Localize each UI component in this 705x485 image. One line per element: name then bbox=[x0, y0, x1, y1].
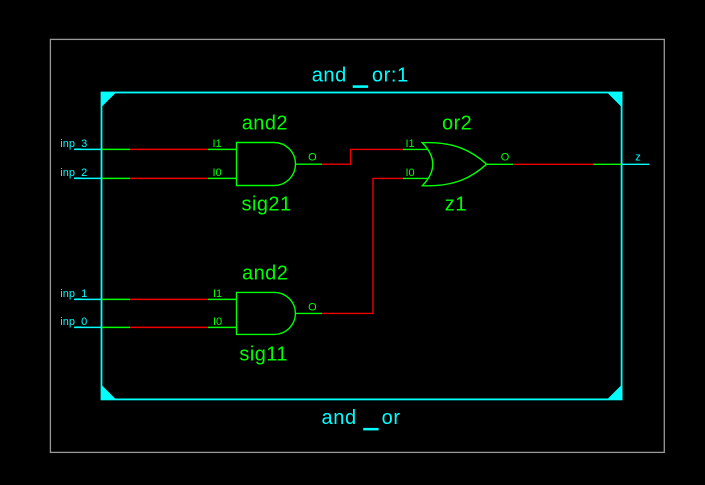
svg-text:O: O bbox=[308, 301, 317, 313]
svg-text:and2: and2 bbox=[242, 262, 288, 284]
svg-text:or2: or2 bbox=[442, 112, 472, 134]
svg-text:and2: and2 bbox=[242, 112, 288, 134]
svg-text:O: O bbox=[308, 151, 317, 163]
svg-text:I1: I1 bbox=[213, 138, 222, 150]
svg-text:inp_2: inp_2 bbox=[60, 167, 87, 179]
svg-text:O: O bbox=[501, 151, 510, 163]
svg-text:inp_1: inp_1 bbox=[60, 288, 87, 300]
svg-text:I1: I1 bbox=[213, 288, 222, 300]
svg-text:z1: z1 bbox=[445, 194, 467, 216]
svg-text:sig11: sig11 bbox=[239, 344, 288, 366]
svg-text:I0: I0 bbox=[213, 167, 222, 179]
svg-text:I0: I0 bbox=[406, 167, 415, 179]
svg-text:z: z bbox=[635, 152, 641, 164]
svg-text:I1: I1 bbox=[406, 138, 415, 150]
svg-text:inp_0: inp_0 bbox=[60, 316, 87, 328]
svg-text:inp_3: inp_3 bbox=[60, 138, 87, 150]
svg-text:I0: I0 bbox=[213, 316, 222, 328]
svg-text:sig21: sig21 bbox=[242, 194, 292, 216]
